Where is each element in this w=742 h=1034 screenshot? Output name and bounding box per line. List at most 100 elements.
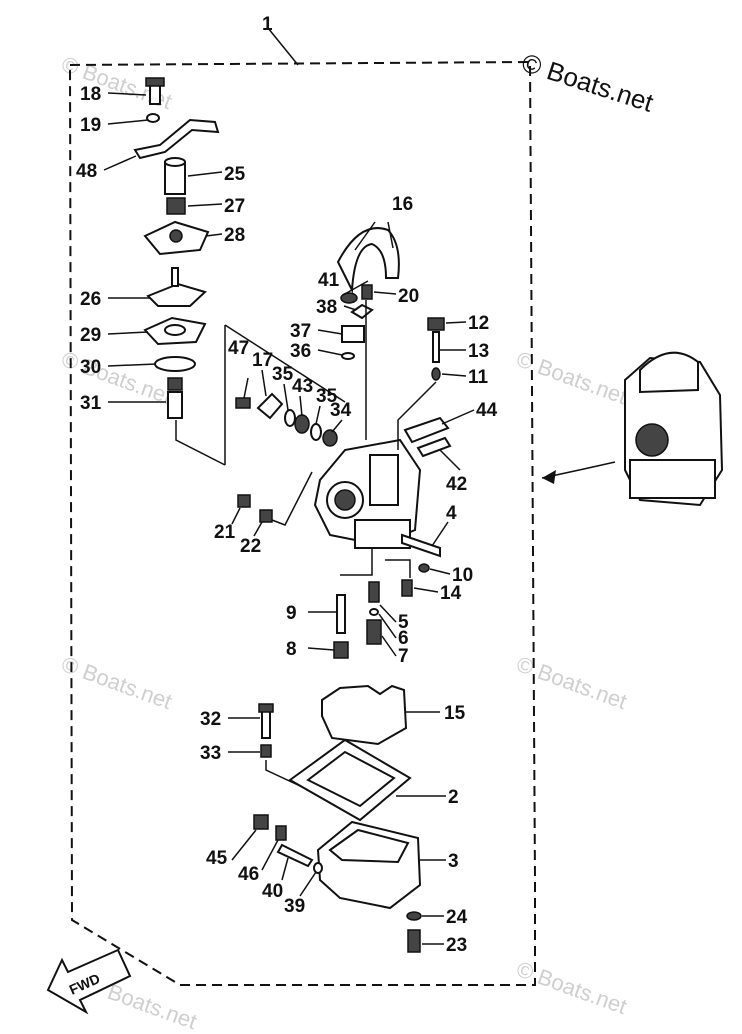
- label-13: 13: [468, 341, 489, 362]
- part-22-screw: [259, 509, 273, 523]
- starter-assembly: [133, 77, 220, 419]
- guide-line: [224, 324, 346, 403]
- part-44-clip: [403, 416, 450, 444]
- part-5-jet: [368, 581, 380, 603]
- label-24: 24: [446, 907, 468, 928]
- label-19: 19: [80, 115, 101, 136]
- label-29: 29: [80, 325, 101, 346]
- label-2: 2: [448, 787, 459, 808]
- label-17: 17: [252, 350, 273, 371]
- brand-mark: © Boats.net: [518, 47, 658, 118]
- label-5: 5: [398, 612, 409, 633]
- part-15-float: [321, 684, 408, 746]
- label-47: 47: [228, 338, 249, 359]
- label-27: 27: [224, 196, 245, 217]
- part-46-washer: [275, 825, 287, 841]
- part-23-screw: [407, 929, 421, 953]
- label-3: 3: [448, 851, 459, 872]
- part-13-needle: [432, 331, 440, 363]
- label-45: 45: [206, 848, 228, 869]
- label-35a: 35: [272, 364, 294, 385]
- inset-bowl: [629, 459, 716, 499]
- label-35b: 35: [316, 386, 338, 407]
- part-45-plug: [253, 814, 269, 830]
- label-44: 44: [476, 400, 498, 421]
- label-36: 36: [290, 341, 311, 362]
- label-21: 21: [214, 522, 236, 543]
- label-8: 8: [286, 639, 297, 660]
- fwd-arrow: FWD: [46, 948, 132, 1015]
- carburetor-body: [313, 438, 422, 549]
- part-34-cap: [322, 429, 338, 447]
- part-36-ring: [341, 352, 355, 360]
- part-3-bowl-rim: [328, 828, 410, 864]
- part-11-oring: [431, 367, 441, 381]
- part-31-cylinder: [167, 391, 183, 419]
- carburetor-bore-inner: [334, 489, 356, 511]
- part-6-washer: [369, 608, 379, 616]
- part-32-pin: [261, 709, 271, 739]
- guide-line: [271, 471, 313, 526]
- label-34: 34: [330, 400, 352, 421]
- part-42-screw: [416, 436, 452, 458]
- label-39: 39: [284, 896, 305, 917]
- label-12: 12: [468, 313, 489, 334]
- label-7: 7: [398, 646, 409, 667]
- part-28-hole: [169, 229, 183, 243]
- part-20-screw: [361, 284, 373, 300]
- label-28: 28: [224, 225, 245, 246]
- part-37-piston: [341, 325, 365, 343]
- label-42: 42: [446, 474, 467, 495]
- label-16: 16: [392, 194, 413, 215]
- label-20: 20: [398, 286, 419, 307]
- label-46: 46: [238, 864, 259, 885]
- leader-lines: [103, 92, 475, 945]
- leader-1: [267, 27, 299, 66]
- part-41-washer: [340, 292, 358, 304]
- label-31: 31: [80, 393, 102, 414]
- part-26-plate: [146, 282, 207, 307]
- part-10-washer: [418, 563, 430, 573]
- part-31-cap: [167, 377, 183, 391]
- label-26: 26: [80, 289, 101, 310]
- label-25: 25: [224, 164, 246, 185]
- part-21-screw: [237, 494, 251, 508]
- part-35-oring-b: [310, 423, 322, 441]
- label-18: 18: [80, 84, 101, 105]
- part-9-tube: [336, 594, 346, 634]
- part-17-plate: [256, 392, 284, 420]
- pilot-screw-stack: [235, 392, 338, 447]
- part-12-cap: [427, 317, 445, 331]
- part-4-lever: [401, 533, 441, 558]
- fwd-arrow-shape: [46, 948, 132, 1015]
- label-23: 23: [446, 935, 467, 956]
- part-16-choke-lever: [336, 227, 400, 294]
- part-25-top: [164, 157, 186, 167]
- part-2-gasket-inner: [306, 750, 396, 808]
- assembly-outline: [68, 60, 536, 986]
- part-35-oring: [284, 409, 296, 427]
- part-40-screw: [276, 843, 314, 868]
- label-1: 1: [262, 14, 273, 35]
- label-15: 15: [444, 703, 466, 724]
- label-11: 11: [468, 367, 489, 388]
- label-40: 40: [262, 881, 283, 902]
- watermark: © Boats.net: [513, 651, 630, 714]
- part-24-washer: [406, 911, 422, 921]
- inset-arrow-head: [542, 470, 556, 484]
- label-37: 37: [290, 321, 311, 342]
- part-18-screw: [149, 83, 161, 105]
- watermark: © Boats.net: [513, 956, 630, 1019]
- part-18-head: [145, 77, 165, 87]
- part-30-diaphragm: [154, 356, 196, 372]
- label-48: 48: [76, 161, 97, 182]
- watermark: © Boats.net: [58, 346, 175, 409]
- guide-line: [340, 548, 373, 576]
- part-27-nut: [166, 197, 186, 215]
- guide-line: [175, 420, 226, 466]
- assembled-carburetor-inset: [624, 351, 724, 507]
- watermark: © Boats.net: [58, 651, 175, 714]
- label-22: 22: [240, 536, 261, 557]
- part-labels: 1 18 19 48 25 27 28 26 29 30 31 16 41 20…: [76, 14, 498, 956]
